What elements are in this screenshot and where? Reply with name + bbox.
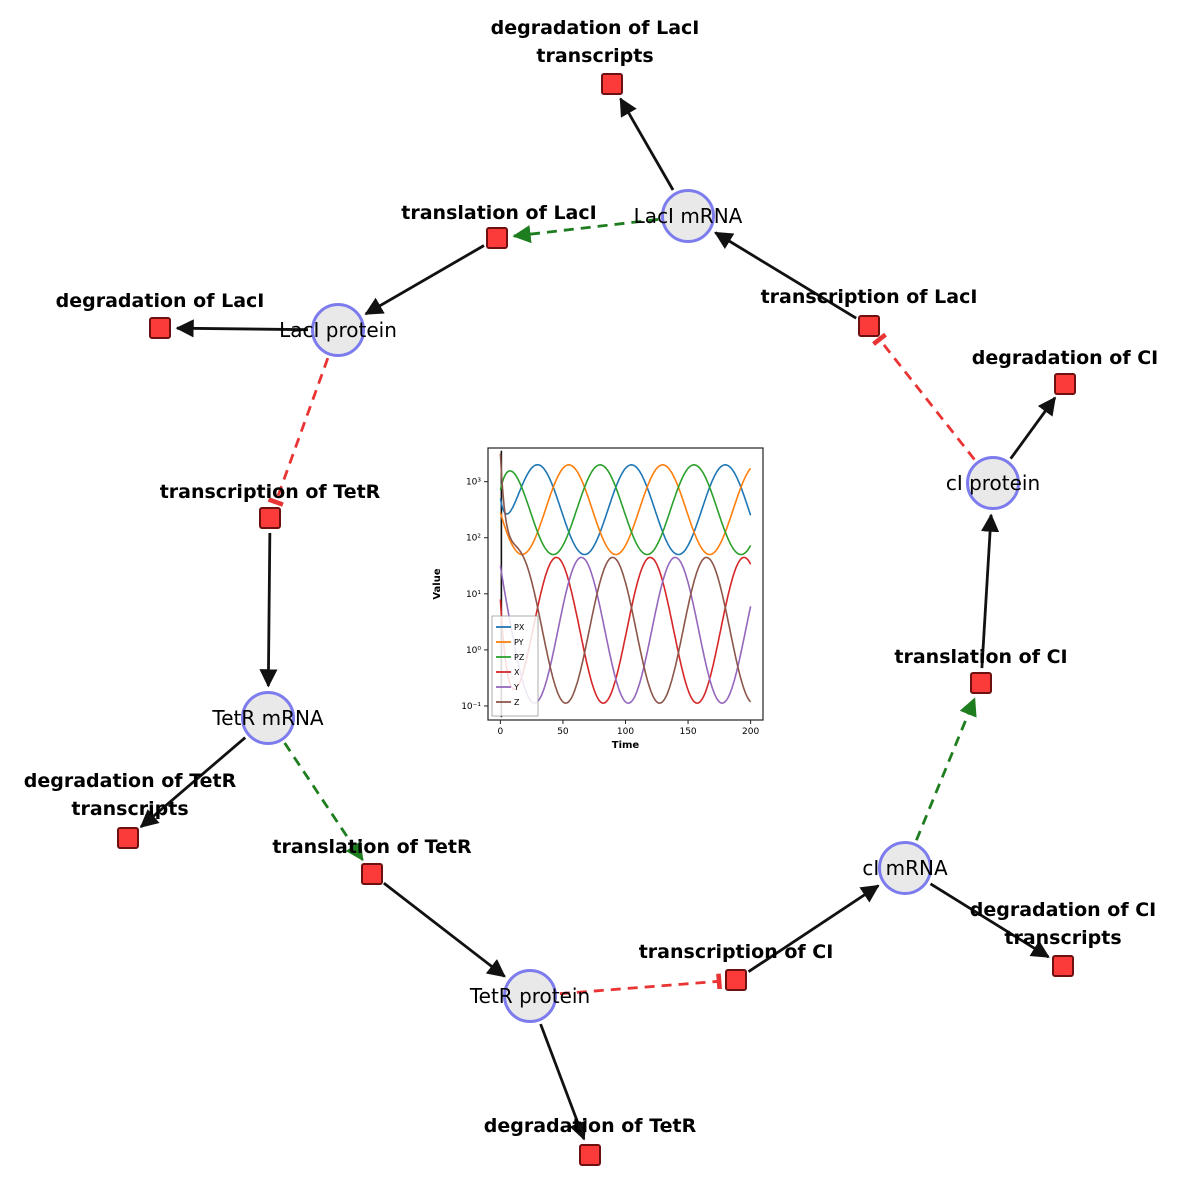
y-tick-label: 10² (466, 534, 481, 544)
species-node-tetr_mrna (241, 691, 295, 745)
reaction-label-tx_laci: transcription of LacI (761, 283, 978, 311)
reaction-node-tx_ci (725, 969, 747, 991)
reaction-label-line: degradation of CI (969, 899, 1157, 921)
reaction-label-transl_tetr: translation of TetR (272, 833, 471, 861)
edge-modifier-tetr_mrna-transl_tetr (283, 742, 364, 862)
x-tick-label: 200 (742, 727, 759, 737)
edge-produce-tx_laci-laci_mrna (714, 231, 857, 320)
series-X (499, 556, 752, 705)
series-PY (499, 463, 752, 556)
species-label-laci_mrna: LacI mRNA (633, 204, 743, 228)
edge-consume-tetr_mrna-deg_tetr_tx (139, 736, 247, 828)
reaction-label-deg_ci: degradation of CI (972, 344, 1158, 372)
edge-inhibit-ci_protein-tx_laci (872, 332, 976, 461)
series-PZ (499, 463, 752, 556)
reaction-node-transl_tetr (361, 863, 383, 885)
series-Y (499, 556, 752, 705)
legend-label: Z (514, 698, 520, 707)
reaction-label-deg_laci: degradation of LacI (56, 287, 265, 315)
reaction-node-transl_ci (970, 672, 992, 694)
series-Z (499, 453, 752, 705)
species-label-tetr_mrna: TetR mRNA (212, 706, 324, 730)
reaction-node-deg_ci (1054, 373, 1076, 395)
reaction-label-line: degradation of TetR (483, 1115, 697, 1137)
edge-produce-tx_tetr-tetr_mrna (259, 532, 278, 688)
reaction-label-line: transcripts (1004, 927, 1122, 949)
edge-consume-tetr_protein-deg_tetr (539, 1023, 587, 1141)
reaction-label-line: transcription of LacI (760, 286, 978, 308)
edge-consume-laci_mrna-deg_laci_tx (619, 97, 675, 191)
edge-consume-laci_protein-deg_laci (175, 319, 309, 338)
edge-inhibit-laci_protein-tx_tetr (267, 357, 330, 507)
edge-produce-transl_ci-ci_protein (980, 513, 1000, 669)
species-node-ci_mrna (878, 841, 932, 895)
species-node-tetr_protein (503, 969, 557, 1023)
series-PX (499, 463, 752, 556)
reaction-label-line: translation of CI (894, 646, 1068, 668)
edge-modifier-laci_mrna-transl_laci (512, 218, 659, 244)
reaction-node-transl_laci (486, 227, 508, 249)
legend-box (491, 615, 539, 717)
edge-produce-transl_tetr-tetr_protein (383, 882, 506, 978)
x-tick-label: 100 (617, 727, 634, 737)
y-tick-label: 10⁻¹ (461, 702, 481, 712)
edge-produce-transl_laci-laci_protein (364, 244, 485, 316)
reaction-node-deg_tetr (579, 1144, 601, 1166)
legend-label: PX (514, 623, 525, 632)
edge-consume-ci_mrna-deg_ci_tx (929, 882, 1050, 959)
reaction-label-line: translation of TetR (272, 836, 472, 858)
reaction-label-transl_ci: translation of CI (894, 643, 1067, 671)
edge-consume-ci_protein-deg_ci (1009, 396, 1057, 460)
reaction-label-line: transcription of TetR (159, 481, 381, 503)
reaction-label-tx_tetr: transcription of TetR (160, 478, 381, 506)
reaction-label-line: translation of LacI (401, 202, 597, 224)
legend-label: PZ (514, 653, 525, 662)
reaction-label-line: transcripts (71, 798, 189, 820)
reaction-label-deg_laci_tx: degradation of LacI transcripts (491, 14, 700, 70)
y-tick-label: 10⁰ (466, 646, 481, 656)
legend-label: X (514, 668, 520, 677)
species-node-laci_protein (311, 303, 365, 357)
reaction-node-deg_tetr_tx (117, 827, 139, 849)
species-label-ci_mrna: cI mRNA (862, 856, 948, 880)
x-axis-label: Time (612, 740, 640, 751)
reaction-label-line: transcription of CI (638, 941, 834, 963)
legend-label: PY (514, 638, 524, 647)
x-tick-label: 50 (557, 727, 569, 737)
species-label-tetr_protein: TetR protein (469, 984, 591, 1008)
species-label-laci_protein: LacI protein (279, 318, 397, 342)
reaction-label-line: degradation of LacI (490, 17, 700, 39)
reaction-label-deg_ci_tx: degradation of CI transcripts (970, 896, 1156, 952)
y-tick-label: 10¹ (466, 590, 481, 600)
reaction-label-line: degradation of LacI (55, 290, 265, 312)
species-node-laci_mrna (661, 189, 715, 243)
edge-inhibit-tetr_protein-tx_ci (559, 973, 722, 996)
reaction-label-line: degradation of TetR (23, 770, 237, 792)
reaction-label-line: transcripts (536, 45, 654, 67)
reaction-label-tx_ci: transcription of CI (639, 938, 834, 966)
reaction-node-tx_laci (858, 315, 880, 337)
reaction-node-deg_laci (149, 317, 171, 339)
reaction-label-transl_laci: translation of LacI (401, 199, 596, 227)
reaction-label-line: degradation of CI (971, 347, 1159, 369)
y-tick-label: 10³ (466, 478, 481, 488)
reaction-node-deg_ci_tx (1052, 955, 1074, 977)
y-axis-label: Value (432, 568, 443, 599)
legend-label: Y (513, 683, 519, 692)
edge-modifier-ci_mrna-transl_ci (915, 697, 977, 841)
reaction-label-deg_tetr_tx: degradation of TetR transcripts (24, 767, 236, 823)
reaction-label-deg_tetr: degradation of TetR (484, 1112, 696, 1140)
x-tick-label: 0 (498, 727, 504, 737)
edge-produce-tx_ci-ci_mrna (747, 884, 880, 973)
species-label-ci_protein: cI protein (945, 471, 1041, 495)
species-node-ci_protein (966, 456, 1020, 510)
reaction-node-tx_tetr (259, 507, 281, 529)
x-tick-label: 150 (679, 727, 696, 737)
reaction-node-deg_laci_tx (601, 73, 623, 95)
